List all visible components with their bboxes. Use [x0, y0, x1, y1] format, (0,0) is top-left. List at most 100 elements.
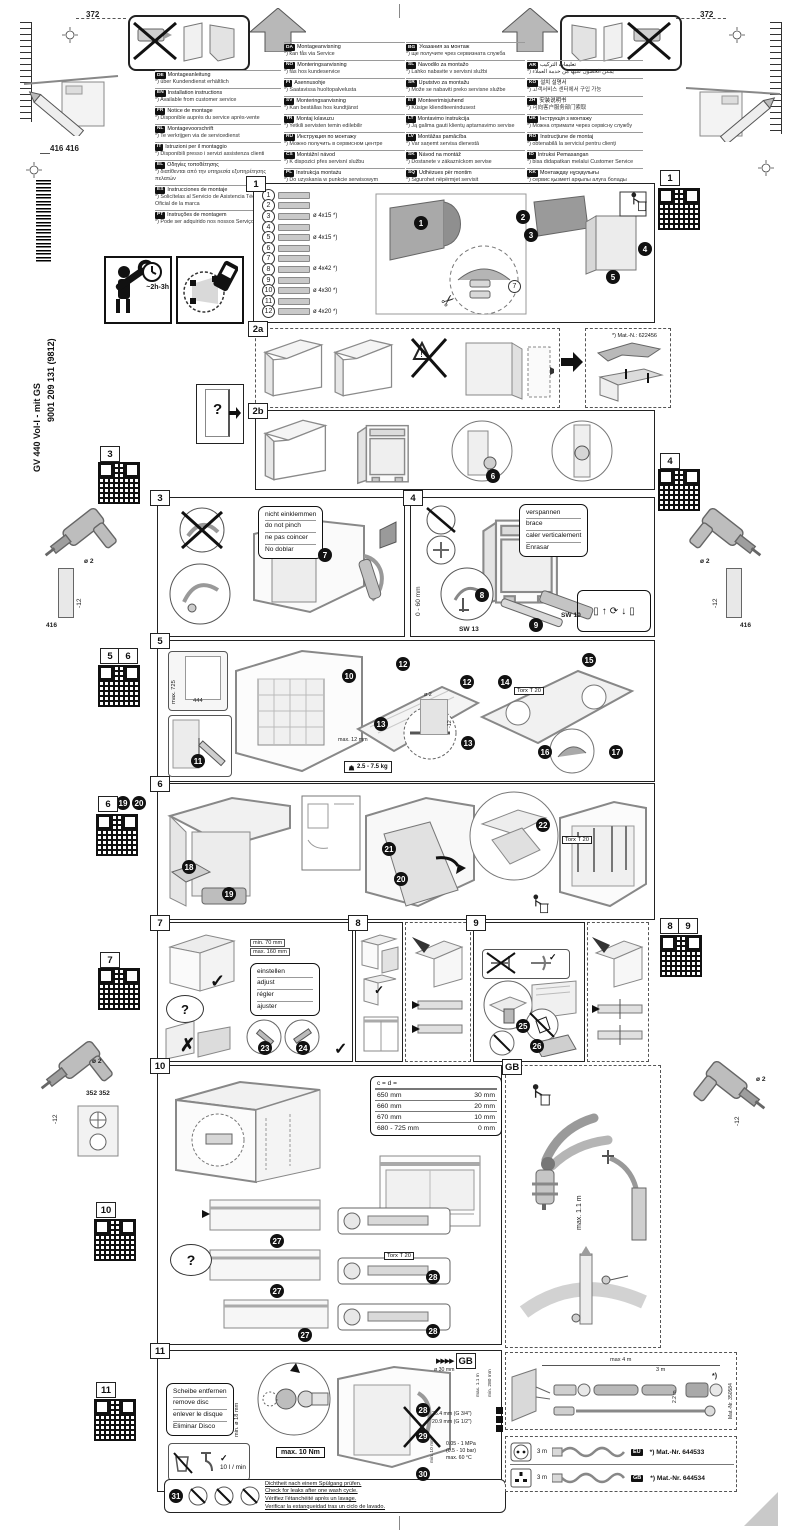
step4-illustration — [426, 505, 594, 628]
weight-value: 2.5 - 7.5 kg — [357, 764, 388, 770]
note-line: brace — [526, 519, 582, 531]
language-code-tag: SV — [284, 97, 295, 106]
step8-sketch — [360, 934, 399, 1052]
qr11-step-label: 11 — [96, 1382, 116, 1398]
gb-maxlen: max. 1.1 m — [576, 1195, 583, 1230]
hose-mat: Mat.-Nr. 350584 — [728, 1383, 734, 1419]
step11-label: 11 — [150, 1343, 170, 1359]
note-line: nicht einklemmen — [265, 509, 317, 521]
qr6-step-label: 6 — [118, 648, 138, 664]
language-code-tag: NL — [155, 125, 166, 134]
no-bucket-icon — [173, 1452, 193, 1474]
min-dia-label: min. ø 18 mm — [234, 1402, 240, 1437]
note-line: ajuster — [257, 1003, 277, 1011]
x-mark: ✗ — [180, 1035, 196, 1055]
step2b-illustration — [264, 419, 613, 484]
predrill-box: ø 2 -12 — [420, 692, 453, 735]
part-row: 4 — [262, 220, 337, 234]
qr1-step-label: 1 — [660, 170, 680, 186]
language-code-tag: LT — [406, 115, 416, 124]
step2b-panel: 2b 6 — [248, 403, 655, 490]
callout-28a: 28 — [426, 1270, 440, 1284]
dim-0-60: 0 - 60 mm — [415, 586, 422, 616]
drill-mark-left — [62, 27, 78, 43]
qr7-step-label: 7 — [100, 952, 120, 968]
step2a-panel: 2a ! — [248, 321, 560, 408]
part-icon — [278, 202, 310, 210]
predrill-depth: -12 — [447, 720, 453, 728]
callout-31: 31 — [169, 1489, 183, 1503]
registration-tick-top — [399, 4, 400, 18]
mat-644534: *) Mat.-Nr. 644534 — [650, 1474, 705, 1482]
part-row: 10 ø 4x30 *) — [262, 284, 338, 298]
part-icon — [278, 265, 310, 273]
drill-depth-right: -12 — [712, 598, 719, 608]
part-row: 9 — [262, 273, 337, 287]
part-icon — [278, 308, 310, 316]
eu-tag: EU — [631, 1448, 643, 1456]
min10-label: min. 10 mm — [430, 1437, 435, 1463]
part-row: 2 — [262, 199, 337, 213]
language-code-tag: SR — [406, 79, 417, 88]
gb-tag: GB — [631, 1474, 644, 1482]
g12-label: 20.9 mm (G 1/2") — [432, 1419, 472, 1425]
language-code-tag: KK — [527, 169, 538, 178]
note-line: adjust — [257, 978, 313, 990]
step6-panel: 6 18 19 21 20 22 Torx T 20 — [150, 776, 655, 920]
part-icon — [278, 287, 310, 295]
max-torque-value: max. 10 Nm — [281, 1449, 320, 1456]
language-code-tag: LV — [406, 133, 416, 142]
part-spec: ø 4x15 *) — [313, 234, 338, 241]
drill-mark-right-margin — [758, 160, 774, 176]
callout-20: 20 — [394, 872, 408, 886]
doc-code: 9001 209 131 (9812) — [46, 338, 56, 422]
language-code-tag: RO — [527, 133, 539, 142]
step5-label: 5 — [150, 633, 170, 649]
part-icon — [278, 191, 310, 199]
callout-27a: 27 — [270, 1234, 284, 1248]
part-icon — [278, 223, 310, 231]
step9-sketch — [483, 980, 577, 1057]
language-code-tag: NO — [284, 61, 296, 70]
gb-reference: ▶▶▶▶ GB — [436, 1353, 476, 1369]
note-line: remove disc — [173, 1398, 227, 1410]
tools-pictogram-left — [128, 15, 250, 71]
qr8-step-label: 8 — [660, 918, 680, 934]
part-icon — [278, 276, 310, 284]
language-code-tag: ES — [155, 186, 166, 195]
max-torque-box: max. 10 Nm — [276, 1447, 325, 1458]
registration-tick-bottom — [399, 1516, 400, 1530]
pliers-sketch — [532, 1113, 613, 1210]
gb-hose-sketch — [602, 1150, 647, 1241]
seal-sketch-a — [412, 937, 464, 1034]
dim-416-left: 416 — [46, 622, 58, 629]
predrill-dia: ø 2 — [424, 692, 432, 698]
g34-label: 26.4 mm (G 3/4") — [432, 1411, 472, 1417]
part-spec: ø 4x30 *) — [313, 287, 338, 294]
qr4-step-label: 4 — [660, 453, 680, 469]
step9-panel: 9 ✓ 25 26 — [466, 915, 585, 1062]
language-code-tag: BG — [406, 44, 418, 52]
ruler-left — [20, 22, 32, 122]
qr-code-step7 — [98, 968, 140, 1010]
callout-23: 23 — [258, 1041, 272, 1055]
part-row: 8 ø 4x42 *) — [262, 262, 337, 276]
part-number: 12 — [262, 305, 275, 319]
step4-label: 4 — [403, 490, 423, 506]
